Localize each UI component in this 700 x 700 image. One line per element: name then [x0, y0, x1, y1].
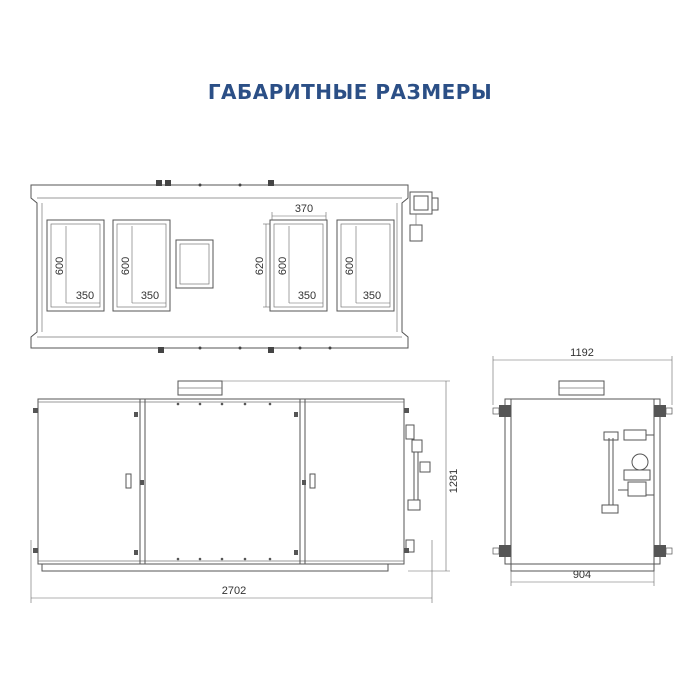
dimension-1281: 1281 [222, 380, 460, 572]
dimension-370-label: 370 [295, 203, 313, 215]
side-base [510, 563, 655, 572]
dimension-2702: 2702 [30, 540, 433, 603]
opening-4-width-label: 350 [363, 290, 381, 302]
opening-1: 600 350 [46, 219, 105, 312]
opening-1-width-label: 350 [76, 290, 94, 302]
opening-2-height-label: 600 [120, 257, 132, 275]
side-pump-assembly [601, 429, 654, 514]
opening-2-width-label: 350 [141, 290, 159, 302]
dimension-620-label: 620 [254, 257, 266, 275]
top-view-bolts [156, 180, 332, 353]
dimension-904: 904 [510, 569, 655, 586]
front-pipe-assembly [405, 424, 431, 553]
front-body [37, 398, 405, 565]
dimension-620: 620 [254, 223, 270, 308]
opening-4: 600 350 [336, 219, 395, 312]
door-handle-right [309, 473, 316, 489]
dimension-370: 370 [271, 203, 327, 220]
side-view: 1192 904 [492, 347, 673, 586]
top-view-outline [30, 184, 409, 349]
opening-3-width-label: 350 [298, 290, 316, 302]
dimension-1192: 1192 [492, 347, 673, 405]
opening-2: 600 350 [112, 219, 171, 312]
dimension-2702-label: 2702 [222, 585, 246, 597]
center-duct [175, 239, 214, 289]
dimension-1192-label: 1192 [570, 347, 594, 359]
dimension-904-label: 904 [573, 569, 591, 581]
opening-1-height-label: 600 [54, 257, 66, 275]
top-view: 600 350 600 350 600 350 [30, 180, 439, 353]
dimension-1281-label: 1281 [448, 469, 460, 493]
front-rivets [176, 402, 272, 561]
page-title: ГАБАРИТНЫЕ РАЗМЕРЫ [207, 80, 493, 104]
front-base [41, 563, 389, 572]
front-view: 1281 2702 [30, 380, 460, 603]
top-view-pipe-assembly [409, 191, 439, 242]
opening-3-height-label: 600 [277, 257, 289, 275]
opening-3: 600 350 [269, 219, 328, 312]
opening-4-height-label: 600 [344, 257, 356, 275]
door-handle-left [125, 473, 132, 489]
